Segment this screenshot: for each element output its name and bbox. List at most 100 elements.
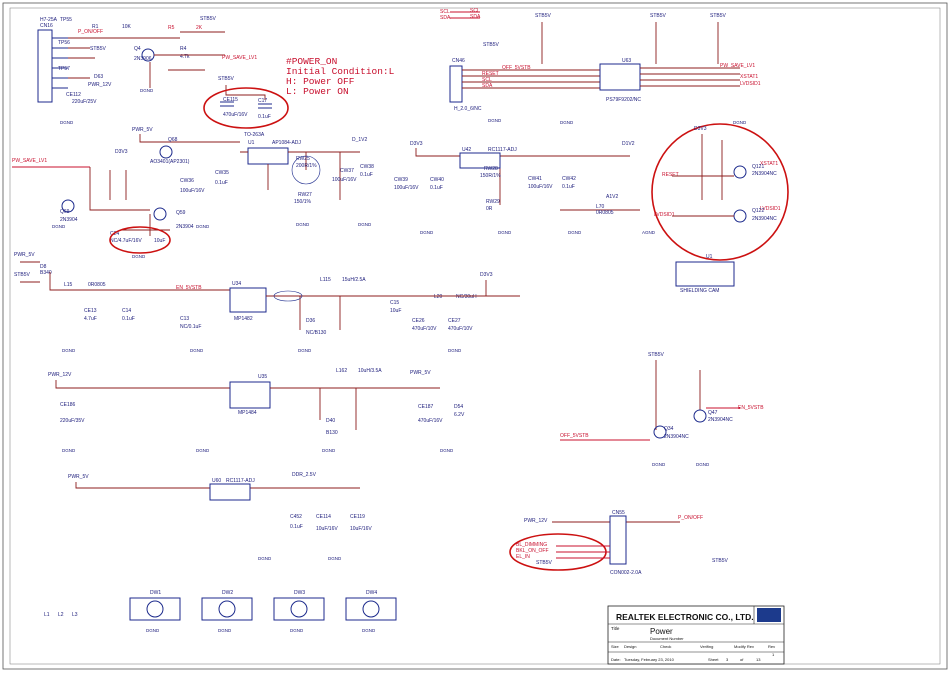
schematic-label: PWR_12V <box>48 372 72 378</box>
schematic-label: Sheet <box>708 657 719 662</box>
schematic-label: 10uF/16V <box>350 526 372 532</box>
schematic-label: CW35 <box>215 170 229 176</box>
schematic-label: PWR_5V <box>14 252 35 258</box>
schematic-label: CE119 <box>350 514 365 520</box>
schematic-label: PW_SAVE_LV1 <box>720 63 755 69</box>
schematic-label: R1 <box>92 24 99 30</box>
schematic-label: DGND <box>62 348 76 353</box>
schematic-label: L70 <box>596 204 605 210</box>
schematic-label: CN16 <box>40 23 53 29</box>
schematic-label: DGND <box>60 120 74 125</box>
schematic-label: DGND <box>196 224 210 229</box>
schematic-label: D8 <box>40 264 47 270</box>
schematic-label: D3V3 <box>480 272 493 278</box>
schematic-label: TO-263A <box>244 132 265 138</box>
schematic-label: C24 <box>110 231 119 237</box>
schematic-label: Modify Rev <box>734 644 754 649</box>
schematic-label: CE115 <box>223 97 238 103</box>
schematic-label: Q121 <box>752 164 764 170</box>
annotation-line-1: #POWER_ON <box>286 56 337 67</box>
schematic-label: PW_SAVE_LV1 <box>12 158 47 164</box>
schematic-label: DGND <box>440 448 454 453</box>
schematic-label: U60 <box>212 478 221 484</box>
schematic-label: CN46 <box>452 58 465 64</box>
schematic-label: P_ON/OFF <box>78 29 103 35</box>
schematic-label: 100uF/16V <box>528 184 553 190</box>
schematic-label: STB5V <box>712 558 729 564</box>
schematic-label: DGND <box>560 120 574 125</box>
schematic-label: U1 <box>706 254 713 260</box>
schematic-label: LVDSID1 <box>654 212 675 218</box>
schematic-label: D40 <box>326 418 335 424</box>
schematic-label: SDA <box>470 14 481 20</box>
header-connector: H7-25A CN16 <box>37 17 68 103</box>
schematic-label: Q59 <box>176 210 186 216</box>
schematic-label: 150/1% <box>294 199 312 205</box>
schematic-label: 10uH/3.5A <box>358 368 382 374</box>
schematic-label: D_1V2 <box>352 137 368 143</box>
schematic-label: XSTAT1 <box>740 74 758 80</box>
schematic-label: 3 <box>726 657 729 662</box>
schematic-label: CON002-2.0A <box>610 570 642 576</box>
schematic-label: U1 <box>248 140 255 146</box>
u35-converter: U35 MP1484 <box>229 374 271 416</box>
schematic-label: D36 <box>306 318 315 324</box>
schematic-label: 2N3904NC <box>708 417 733 423</box>
schematic-label: EN_5VSTB <box>738 405 764 411</box>
schematic-label: CE112 <box>66 92 81 98</box>
u34-converter: U34 MP1482 <box>229 281 267 322</box>
schematic-label: D63 <box>94 74 103 80</box>
schematic-label: MP1484 <box>238 410 257 416</box>
schematic-label: Q34 <box>664 426 674 432</box>
schematic-label: 100uF/16V <box>332 177 357 183</box>
schematic-label: 0R <box>486 206 493 212</box>
schematic-label: DGND <box>258 556 272 561</box>
schematic-label: 1 <box>772 652 775 657</box>
schematic-label: DGND <box>298 348 312 353</box>
schematic-label: DGND <box>290 628 304 633</box>
schematic-label: C15 <box>390 300 399 306</box>
schematic-label: RW25 <box>296 156 310 162</box>
schematic-label: RC1117-ADJ <box>488 147 517 153</box>
schematic-label: DGND <box>196 448 210 453</box>
schematic-label: U34 <box>232 281 241 287</box>
schematic-label: H7-25A <box>40 17 58 23</box>
schematic-label: BKL_ON_OFF <box>516 548 549 554</box>
schematic-label: MP1482 <box>234 316 253 322</box>
schematic-label: C14 <box>122 308 131 314</box>
schematic-label: of <box>740 657 744 662</box>
schematic-label: 15uH/2.5A <box>342 277 366 283</box>
schematic-label: LVDSID1 <box>740 81 761 87</box>
schematic-label: SDA <box>482 83 493 89</box>
schematic-label: EL_IN <box>516 554 530 560</box>
schematic-label: D3V3 <box>115 149 128 155</box>
schematic-label: SCL <box>440 9 450 15</box>
schematic-label: PWR_12V <box>88 82 112 88</box>
schematic-label: L115 <box>320 277 331 283</box>
sheet-title: Power <box>650 627 673 636</box>
schematic-label: CE114 <box>316 514 331 520</box>
schematic-label: SCL <box>482 77 492 83</box>
schematic-label: OFF_5VSTB <box>560 433 589 439</box>
schematic-label: BL_DIMMING <box>516 542 547 548</box>
schematic-label: Q47 <box>708 410 718 416</box>
schematic-label: STB5V <box>200 16 217 22</box>
schematic-label: 0.1uF <box>360 172 373 178</box>
schematic-label: R5 <box>168 25 175 31</box>
schematic-label: Date: <box>611 657 621 662</box>
schematic-label: L162 <box>336 368 347 374</box>
highlight-circle-ce115 <box>203 87 289 129</box>
schematic-label: RW29 <box>486 199 500 205</box>
schematic-label: TP55 <box>60 17 72 23</box>
schematic-label: Q4 <box>134 46 141 52</box>
schematic-label: 220uF/25V <box>72 99 97 105</box>
schematic-label: STB5V <box>218 76 235 82</box>
schematic-label: 2K <box>196 25 203 31</box>
schematic-label: CE27 <box>448 318 461 324</box>
u63-ic: U63 PS79F9202/NC <box>599 58 641 103</box>
schematic-label: DGND <box>362 628 376 633</box>
schematic-label: DW1 <box>150 590 161 596</box>
schematic-label: PWR_12V <box>524 518 548 524</box>
schematic-label: B130 <box>326 430 338 436</box>
schematic-label: RC1117-ADJ <box>226 478 255 484</box>
